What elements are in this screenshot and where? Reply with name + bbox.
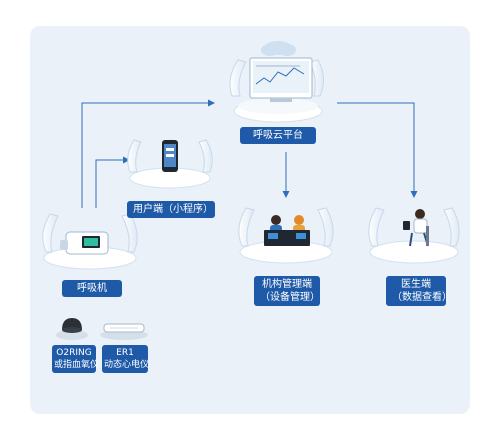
cloud-platform-label: 呼吸云平台 [240, 127, 316, 144]
ventilator-node [42, 213, 138, 270]
er1-label: ER1 动态心电仪 [102, 345, 150, 373]
ventilator-text: 呼吸机 [77, 283, 107, 294]
doctor-label: 医生端 （数据查看） [386, 276, 452, 306]
ventilator-device-icon [60, 231, 109, 255]
arrow-ventilator-to-user [95, 156, 130, 208]
ecg-patch-icon [103, 323, 145, 333]
er1-text-line2: 动态心电仪 [104, 360, 150, 370]
o2ring-node [56, 318, 88, 340]
doctor-icon [403, 209, 429, 247]
user-app-node [127, 139, 213, 189]
user-app-text: 用户端（小程序） [133, 204, 213, 215]
smartphone-icon [162, 140, 178, 172]
er1-node [100, 323, 148, 340]
arrow-cloud-to-doctor [337, 102, 418, 198]
ventilator-label: 呼吸机 [62, 280, 122, 297]
doctor-text-line2: （数据查看） [392, 292, 452, 303]
doctor-text-line1: 医生端 [401, 279, 431, 290]
connectors [81, 99, 418, 208]
institution-node [238, 207, 334, 264]
cloud-icon [261, 41, 296, 56]
institution-text-line1: 机构管理端 [262, 279, 312, 290]
o2ring-text-line1: O2RING [56, 348, 92, 358]
institution-label: 机构管理端 （设备管理） [254, 276, 320, 306]
doctor-node [368, 207, 460, 264]
cloud-platform-text: 呼吸云平台 [253, 130, 303, 141]
o2ring-text-line2: 或指血氧仪 [54, 360, 100, 370]
o2ring-label: O2RING 或指血氧仪 [52, 345, 100, 373]
user-app-label: 用户端（小程序） [127, 201, 215, 218]
cloud-platform-node [229, 41, 324, 123]
monitor-icon [249, 57, 313, 102]
support-staff-icon [264, 215, 310, 246]
arrow-ventilator-to-cloud [81, 99, 215, 208]
institution-text-line2: （设备管理） [260, 292, 320, 303]
oximeter-ring-icon [62, 318, 82, 333]
er1-text-line1: ER1 [116, 348, 134, 358]
